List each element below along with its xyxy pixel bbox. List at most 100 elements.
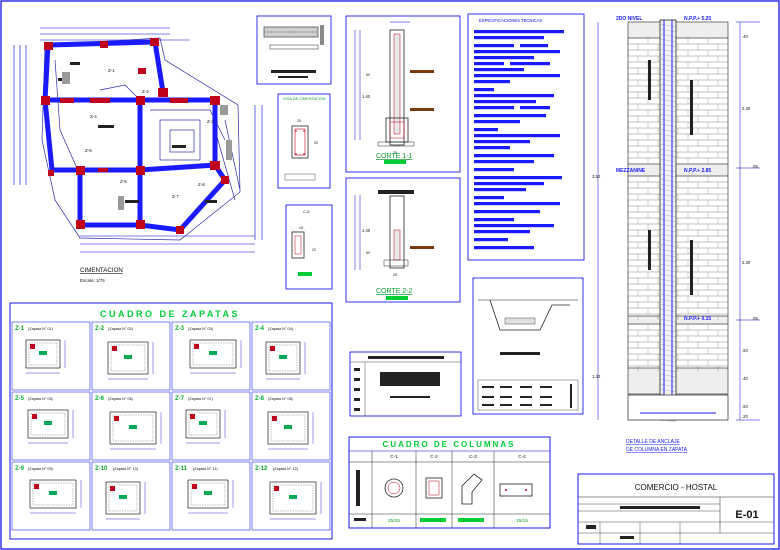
zapata-cell: Z-3(Zapata N° 03) [171, 321, 251, 391]
spec-line [474, 56, 534, 60]
corte2-dim-b: 50 [366, 251, 370, 255]
spec-line [474, 202, 560, 206]
zapata-cell: Z-6(Zapata N° 06) [91, 391, 171, 461]
zapata-sub: (Zapata N° 05) [28, 397, 54, 401]
zapata-cell: Z-9(Zapata N° 09) [11, 461, 91, 531]
elev-dim: .20 [742, 414, 748, 419]
c5-title: C-5 [303, 209, 310, 214]
corte1-dim-c: 25 [393, 151, 397, 155]
spec-line [474, 30, 564, 34]
viga-dim-w: 25 [297, 119, 301, 123]
zapata-tag: Z-5 [15, 396, 25, 402]
zapata-cell: Z-1(Zapata N° 01) [11, 321, 91, 391]
specs-box [467, 13, 585, 261]
sheet-number: E-01 [735, 509, 758, 521]
zapata-sub: (Zapata N° 04) [268, 327, 294, 331]
svg-text:Z-4: Z-4 [90, 114, 97, 119]
corte2-dim-a: 1.40 [362, 228, 371, 233]
zapata-sub: (Zapata N° 08) [268, 397, 294, 401]
elev-dim: 2.30 [742, 106, 751, 111]
zapata-tag: Z-10 [95, 466, 108, 472]
corte1-box [345, 15, 461, 173]
spec-line [474, 210, 540, 214]
npt-low: N.P.P.+ 0.15 [684, 316, 711, 322]
zapata-tag: Z-3 [175, 326, 185, 332]
columnas-table [348, 436, 551, 529]
spec-line [474, 68, 524, 72]
column-elevation [597, 19, 760, 423]
columnas-footer: 25/25 [388, 518, 400, 524]
zapata-tag: Z-2 [95, 326, 105, 332]
spec-line [510, 62, 550, 66]
zapata-tag: Z-1 [15, 326, 25, 332]
plan-scale: Escala: 1/75 [80, 278, 105, 283]
legend-box [349, 351, 462, 417]
zapata-sub: (Zapata N° 01) [28, 327, 54, 331]
elev-dim: .50 [742, 348, 748, 353]
spec-line [474, 182, 544, 186]
spec-line [474, 168, 514, 172]
zapata-tag: Z-11 [175, 466, 188, 472]
spec-line [474, 146, 510, 150]
spec-line [474, 88, 494, 92]
c5-dim-w: 15 [299, 226, 303, 230]
zapata-sub: (Zapata N° 10) [113, 467, 139, 471]
spec-line [520, 106, 550, 110]
zapata-cell: Z-12(Zapata N° 12) [251, 461, 331, 531]
zapata-tag: Z-7 [175, 396, 185, 402]
npt-top: N.P.P.+ 5.25 [684, 16, 711, 22]
wall-detail-box [256, 15, 332, 85]
zapata-sub: (Zapata N° 02) [108, 327, 134, 331]
zapata-tag: Z-4 [255, 326, 265, 332]
c5-detail-box [285, 204, 333, 290]
zapata-tag: Z-9 [15, 466, 25, 472]
spec-line [474, 80, 510, 84]
spec-line [474, 106, 514, 110]
spec-line [474, 154, 554, 158]
zapata-tag: Z-6 [95, 396, 105, 402]
level-top: 2DO NIVEL [616, 16, 642, 22]
zapata-sub: (Zapata N° 09) [28, 467, 54, 471]
c5-dim-h: 20 [312, 248, 316, 252]
columnas-title: CUADRO DE COLUMNAS [383, 440, 516, 449]
zapata-cell: Z-2(Zapata N° 02) [91, 321, 171, 391]
project-name: COMERCIO - HOSTAL [635, 483, 718, 492]
svg-text:Z-2: Z-2 [142, 89, 149, 94]
zapata-cell: Z-11(Zapata N° 11) [171, 461, 251, 531]
zapata-cell: Z-4(Zapata N° 04) [251, 321, 331, 391]
spec-line [474, 246, 534, 250]
spec-line [474, 230, 530, 234]
spec-line [474, 176, 562, 180]
spec-line [474, 74, 560, 78]
elev-dim: .05 [752, 164, 758, 169]
spec-line [474, 36, 544, 40]
zapata-sub: (Zapata N° 07) [188, 397, 214, 401]
zapata-cell: Z-7(Zapata N° 07) [171, 391, 251, 461]
spec-line [474, 128, 498, 132]
elev-dim: 3.50 [592, 174, 601, 179]
columnas-footer: 15/15 [516, 518, 528, 524]
columnas-header: C-2 [430, 454, 438, 460]
spec-line [474, 196, 504, 200]
svg-text:Z-3: Z-3 [207, 119, 214, 124]
viga-dim-h: 30 [314, 141, 318, 145]
zapatas-title: CUADRO DE ZAPATAS [100, 309, 240, 319]
spec-line [474, 114, 546, 118]
zapata-cell: Z-5(Zapata N° 05) [11, 391, 91, 461]
zapata-sub: (Zapata N° 12) [273, 467, 299, 471]
svg-text:Z-7: Z-7 [172, 194, 179, 199]
columnas-header: C-1 [390, 454, 398, 460]
elev-dim: .05 [752, 316, 758, 321]
elev-dim: .40 [742, 376, 748, 381]
specs-title: ESPECIFICACIONES TECNICAS [479, 18, 542, 23]
spec-line [474, 50, 560, 54]
level-mid: MEZZANINE [616, 168, 646, 174]
corte1-title: CORTE 1-1 [376, 153, 413, 160]
spec-line [474, 120, 520, 124]
svg-text:Z-1: Z-1 [108, 68, 115, 73]
columnas-header: C-3 [469, 454, 477, 460]
zapata-cell: Z-10 (Zapata N° 10) [91, 461, 171, 531]
spec-line [474, 94, 554, 98]
